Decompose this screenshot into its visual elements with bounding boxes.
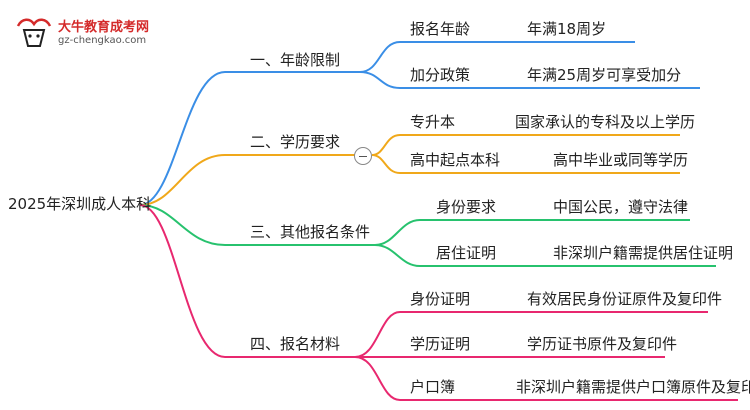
leaf-value: 学历证书原件及复印件 — [527, 335, 678, 353]
connector-root-branch3 — [139, 204, 375, 246]
leaf-value: 年满25周岁可享受加分 — [527, 66, 682, 84]
leaf-value: 非深圳户籍需提供户口簿原件及复印件 — [516, 378, 750, 396]
connector-root-branch1 — [139, 71, 360, 206]
collapse-toggle-icon[interactable] — [354, 147, 372, 165]
leaf-value: 国家承认的专科及以上学历 — [515, 113, 696, 131]
logo-title: 大牛教育成考网 — [58, 20, 150, 35]
ox-logo-icon — [16, 18, 52, 47]
connector-b2-leaf1 — [371, 134, 680, 156]
site-logo: 大牛教育成考网 gz-chengkao.com — [14, 14, 164, 52]
leaf-name: 户口簿 — [410, 378, 456, 396]
leaf-name: 加分政策 — [410, 66, 471, 84]
leaf-name: 专升本 — [410, 113, 456, 131]
leaf-value: 高中毕业或同等学历 — [553, 151, 689, 169]
leaf-value: 非深圳户籍需提供居住证明 — [553, 244, 734, 262]
leaf-value: 年满18周岁 — [527, 20, 607, 38]
logo-url: gz-chengkao.com — [58, 35, 147, 46]
connector-root-branch4 — [139, 204, 355, 358]
branch-materials: 四、报名材料 — [250, 335, 341, 353]
leaf-name: 高中起点本科 — [410, 151, 501, 169]
connector-root-branch2 — [139, 154, 355, 206]
leaf-name: 身份证明 — [410, 290, 471, 308]
connector-b1-leaf1 — [359, 41, 635, 73]
leaf-value: 有效居民身份证原件及复印件 — [527, 290, 723, 308]
leaf-name: 学历证明 — [410, 335, 471, 353]
connector-b1-leaf2 — [359, 71, 700, 89]
connector-b4-leaf3 — [354, 356, 738, 401]
leaf-name: 身份要求 — [436, 198, 497, 216]
branch-age-limit: 一、年龄限制 — [250, 51, 341, 69]
connector-b2-leaf2 — [371, 154, 680, 174]
leaf-value: 中国公民，遵守法律 — [553, 198, 689, 216]
root-node: 2025年深圳成人本科 — [8, 195, 152, 213]
branch-other-conditions: 三、其他报名条件 — [250, 223, 371, 241]
connector-b4-leaf1 — [354, 311, 708, 358]
branch-education-requirement: 二、学历要求 — [250, 133, 341, 151]
leaf-name: 报名年龄 — [410, 20, 471, 38]
leaf-name: 居住证明 — [436, 244, 497, 262]
connector-b3-leaf2 — [374, 244, 716, 267]
connector-b3-leaf1 — [374, 219, 690, 246]
